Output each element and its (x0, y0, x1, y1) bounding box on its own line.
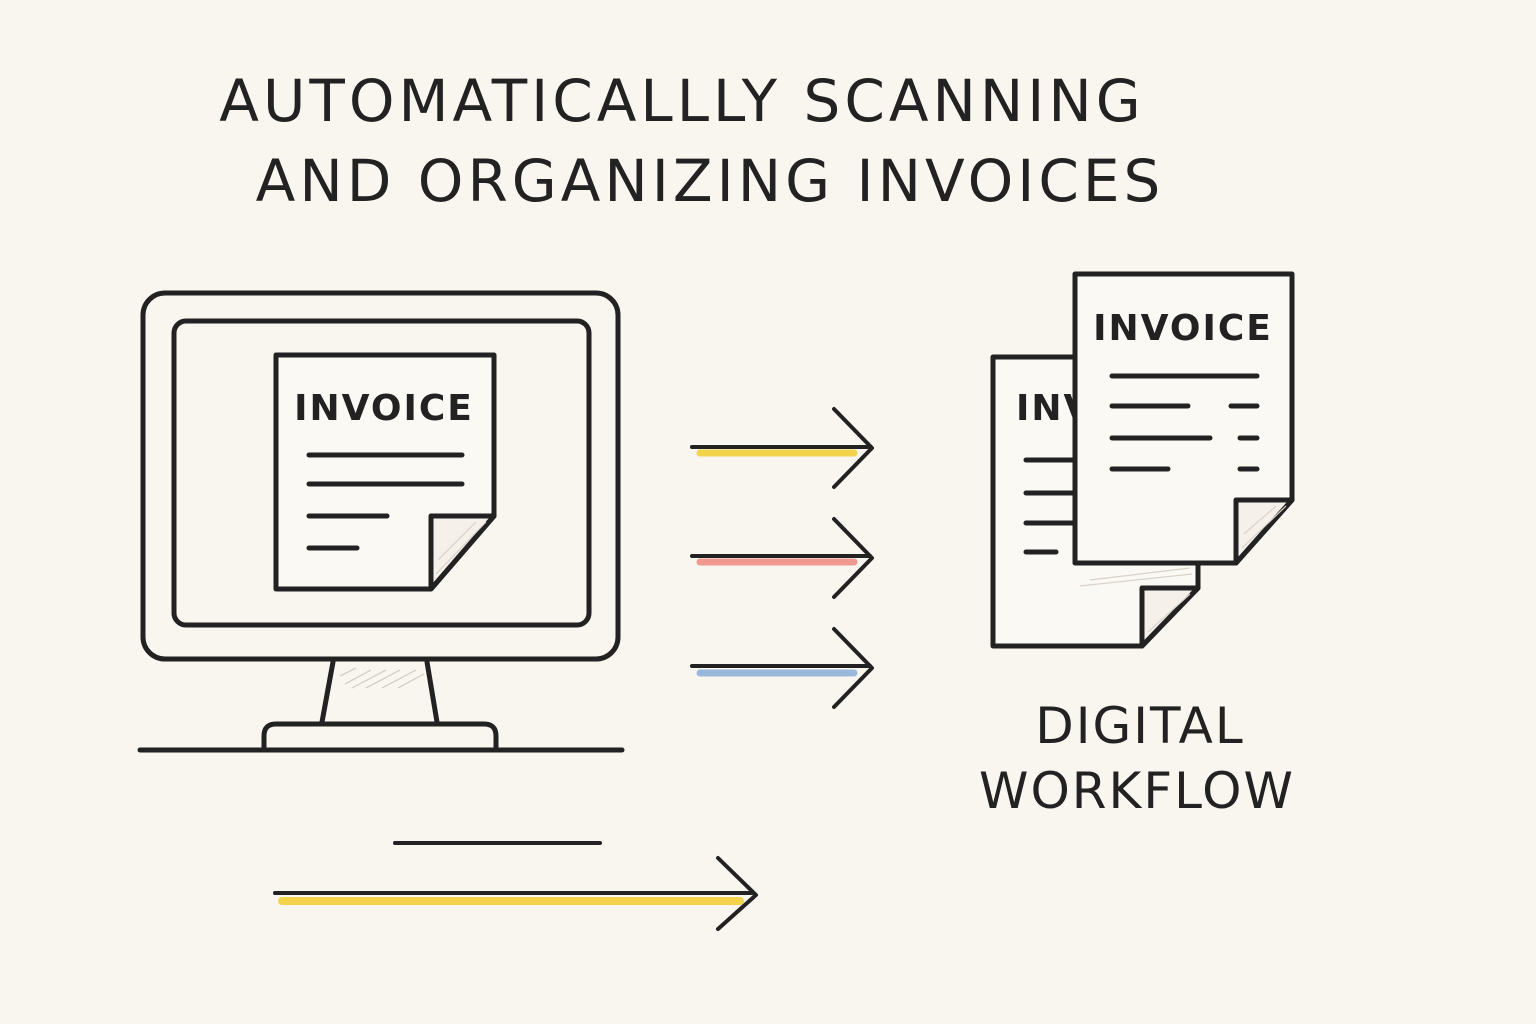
front-invoice-document: INVOICE (1072, 271, 1295, 566)
monitor-base (261, 721, 499, 751)
front-document-lines (1109, 373, 1260, 472)
stand-shadow (339, 667, 425, 689)
front-invoice-label: INVOICE (1093, 308, 1273, 349)
bottom-arrow (273, 841, 758, 931)
monitor-bezel (140, 290, 621, 662)
title-line-2: AND ORGANIZING INVOICES (255, 147, 1165, 215)
caption-line-2: WORKFLOW (979, 762, 1295, 820)
screen-invoice-document: INVOICE (273, 352, 497, 592)
document-text-lines (306, 452, 465, 551)
title-line-1: AUTOMATICALLLY SCANNING (219, 67, 1145, 135)
caption-line-1: DIGITAL (1035, 697, 1244, 755)
screen-invoice-label: INVOICE (294, 388, 474, 429)
arrow-yellow (690, 407, 874, 489)
arrow-blue (690, 627, 874, 709)
page-curl (428, 513, 497, 592)
back-invoice-label: INVOICE (1016, 388, 1196, 429)
arrow-red (690, 517, 874, 599)
monitor-icon (137, 290, 625, 753)
monitor-screen (171, 318, 592, 628)
